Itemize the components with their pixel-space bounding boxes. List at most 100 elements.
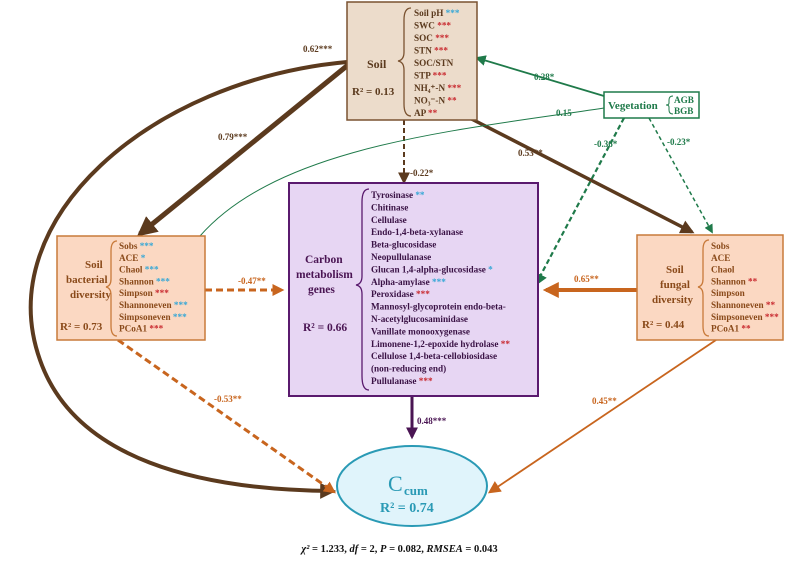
carbon-item-name: Alpha-amylase [371, 277, 430, 287]
fungal-diversity-node[interactable]: Soil fungal diversity R² = 0.44 SobsACEC… [636, 234, 784, 341]
carbon-item: Cellulose 1,4-beta-cellobiosidase [371, 351, 497, 361]
fungal-item-name: Shannoneven [711, 300, 764, 310]
carbon-metabolism-node[interactable]: Carbon metabolism genes R² = 0.66 Tyrosi… [288, 182, 539, 397]
path-veg-to-bacterial [199, 107, 605, 237]
carbon-item: Vanillate monooxygenase [371, 326, 470, 336]
fit-p-value: = 0.082, [389, 544, 424, 555]
bacterial-item: Chaol *** [119, 265, 159, 275]
path-soil-to-bacterial [136, 63, 350, 237]
fungal-item: Chaol [711, 265, 735, 275]
carbon-item-name: Glucan 1,4-alpha-glucosidase [371, 264, 486, 274]
bacterial-item-significance: *** [171, 312, 187, 322]
bacterial-item-name: PCoA1 [119, 324, 147, 334]
soil-brace [397, 7, 412, 117]
bacterial-item: Simpson *** [119, 288, 169, 298]
coef-soil-to-fungal: 0.53** [518, 148, 543, 158]
fungal-item: Simpson [711, 288, 745, 298]
carbon-item-name: Chitinase [371, 202, 408, 212]
vegetation-node[interactable]: Vegetation AGB BGB [603, 91, 700, 119]
bacterial-item-name: Simpson [119, 288, 153, 298]
carbon-item-name: Cellulase [371, 215, 407, 225]
vegetation-item-agb: AGB [674, 95, 694, 105]
soil-node[interactable]: Soil R² = 0.13 Soil pH ***SWC ***SOC ***… [346, 1, 478, 121]
ccum-r2: R² = 0.74 [380, 501, 434, 516]
soil-item-significance: *** [432, 46, 448, 56]
bacterial-item-significance: *** [153, 288, 169, 298]
fungal-brace [697, 239, 710, 337]
path-soil-to-fungal [457, 110, 695, 234]
carbon-item-significance: *** [430, 277, 446, 287]
soil-item-name: SWC [414, 21, 435, 31]
fungal-item-significance: ** [764, 300, 776, 310]
soil-item: SOC *** [414, 33, 449, 43]
bacterial-item-name: Simpsoneven [119, 312, 171, 322]
carbon-item-name: Limonene-1,2-epoxide hydrolase [371, 339, 498, 349]
carbon-item-name: Tyrosinase [371, 190, 413, 200]
soil-r2: R² = 0.13 [352, 86, 395, 98]
fungal-item-significance: ** [746, 276, 758, 286]
carbon-item-name: Vanillate monooxygenase [371, 326, 470, 336]
fungal-r2: R² = 0.44 [642, 319, 685, 331]
fungal-title-2: fungal [660, 279, 690, 291]
bacterial-brace [105, 240, 118, 337]
coef-bacterial-to-ccum: -0.53** [214, 394, 242, 404]
fit-chi-value: = 1.233, [312, 544, 347, 555]
soil-item: Soil pH *** [414, 8, 460, 18]
soil-item-significance: *** [443, 8, 459, 18]
bacterial-title-2: bacterial [66, 274, 108, 286]
bacterial-item: ACE * [119, 253, 146, 263]
carbon-item-name: Endo-1,4-beta-xylanase [371, 227, 463, 237]
soil-item-name: STP [414, 71, 431, 81]
soil-item-significance: *** [433, 33, 449, 43]
carbon-brace [355, 188, 370, 391]
soil-item-name: Soil pH [414, 8, 443, 18]
ccum-node[interactable]: C cum R² = 0.74 [336, 445, 488, 527]
soil-variable-list: Soil pH ***SWC ***SOC ***STN ***SOC/STNS… [414, 8, 462, 118]
path-veg-to-carbon [534, 117, 625, 287]
coef-bacterial-to-carbon: -0.47** [238, 276, 266, 286]
soil-item: STN *** [414, 46, 448, 56]
soil-item: NH₄⁺-N *** [414, 83, 462, 93]
fungal-item-name: Simpson [711, 288, 745, 298]
coef-carbon-to-ccum: 0.48*** [417, 416, 447, 426]
bacterial-title-1: Soil [85, 259, 103, 271]
carbon-r2: R² = 0.66 [303, 322, 347, 334]
carbon-item-significance: ** [498, 339, 510, 349]
bacterial-title-3: diversity [70, 289, 111, 301]
bacterial-diversity-node[interactable]: Soil bacterial diversity R² = 0.73 Sobs … [56, 235, 206, 341]
carbon-item: N-acetylglucosaminidase [371, 314, 468, 324]
soil-item-name: NH₄⁺-N [414, 83, 445, 93]
carbon-item-significance: *** [414, 289, 430, 299]
soil-item-significance: *** [435, 21, 451, 31]
carbon-item-name: Cellulose 1,4-beta-cellobiosidase [371, 351, 497, 361]
fit-df-symbol: df [349, 544, 359, 555]
bacterial-item-name: ACE [119, 253, 138, 263]
ccum-subscript: cum [404, 483, 428, 498]
coef-veg-to-soil: 0.28* [534, 72, 555, 82]
vegetation-title: Vegetation [608, 100, 658, 112]
bacterial-item-name: Shannoneven [119, 300, 172, 310]
fit-p-symbol: P [380, 544, 387, 555]
fungal-title-1: Soil [666, 264, 684, 276]
ccum-symbol: C [388, 471, 403, 496]
fungal-item: Shannoneven ** [711, 300, 776, 310]
fungal-item: PCoA1 ** [711, 324, 751, 334]
carbon-item-name: N-acetylglucosaminidase [371, 314, 468, 324]
coef-soil-to-ccum: 0.62*** [303, 44, 333, 54]
carbon-item: Pullulanase *** [371, 376, 433, 386]
fungal-item: ACE [711, 253, 730, 263]
fit-df-value: = 2, [360, 544, 378, 555]
carbon-item: Chitinase [371, 202, 408, 212]
fungal-item: Shannon ** [711, 276, 758, 286]
model-fit-statistics: χ² = 1.233, df = 2, P = 0.082, RMSEA = 0… [0, 544, 799, 555]
fit-rmsea-symbol: RMSEA [426, 544, 463, 555]
fungal-item-significance: ** [739, 324, 751, 334]
fungal-item-significance: *** [763, 312, 779, 322]
soil-item: SOC/STN [414, 58, 454, 68]
carbon-item: Endo-1,4-beta-xylanase [371, 227, 463, 237]
fungal-item: Simpsoneven *** [711, 312, 779, 322]
carbon-item-name: Pullulanase [371, 376, 416, 386]
coef-veg-to-bacterial: 0.15 [556, 108, 572, 118]
fit-rmsea-value: = 0.043 [465, 544, 498, 555]
bacterial-item: Simpsoneven *** [119, 312, 187, 322]
